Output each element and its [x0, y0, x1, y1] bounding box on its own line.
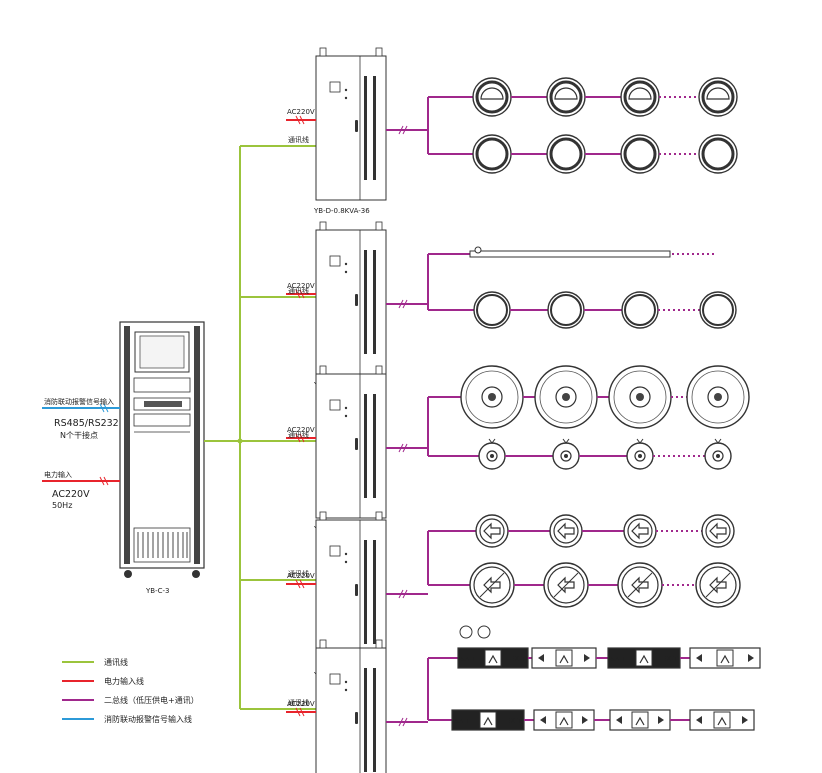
- legend: 通讯线 电力输入线 二总线（低压供电+通讯） 消防联动报警信号输入线: [62, 657, 199, 724]
- fixture-row-1: [470, 77, 738, 117]
- distribution-cabinet: [315, 221, 387, 375]
- distribution-cabinet: [315, 365, 387, 519]
- ceiling-big-fixture: [686, 365, 750, 429]
- legend-label-comm: 通讯线: [104, 657, 128, 667]
- thin-ring-fixture: [621, 291, 659, 329]
- legend-label-power: 电力输入线: [104, 676, 144, 686]
- downlight-half-fixture: [620, 77, 660, 117]
- fixture-row-1: EXIT SAFE EXIT SAFE: [428, 625, 761, 669]
- bus-lines: [386, 96, 470, 155]
- round-ring-fixture: [472, 134, 512, 174]
- fixture-row-1: [470, 514, 735, 548]
- exit-sign: EXIT SAFE: [607, 647, 681, 669]
- ac-label: AC220V: [287, 426, 315, 434]
- ac-label: AC220V: [287, 572, 315, 580]
- fixture-row-1: [469, 246, 714, 258]
- ac-label: AC220V: [287, 282, 315, 290]
- spot-small-fixture: [552, 438, 580, 470]
- fire-input-protocol: RS485/RS232: [54, 418, 119, 429]
- arrow-sign-big-fixture: [695, 562, 741, 608]
- downlight-half-fixture: [698, 77, 738, 117]
- round-ring-fixture: [698, 134, 738, 174]
- branch-5: AC220V通讯线YB-D-0.3KVA-24EXITSAFEEXITSAFEE…: [286, 625, 761, 773]
- controller-model: YB-C-3: [145, 587, 169, 595]
- fire-input-label: 消防联动报警信号输入: [44, 397, 114, 406]
- arrow-sign-big-fixture: [617, 562, 663, 608]
- exit-sign: EXIT SAFE: [457, 647, 529, 669]
- lamp-head: [477, 625, 491, 639]
- arrow-sign-small-fixture: [549, 514, 583, 548]
- distribution-cabinet: [315, 639, 387, 773]
- power-input-label: 电力输入: [44, 470, 72, 479]
- arrow-sign-big-fixture: [543, 562, 589, 608]
- fixture-row-2: [470, 291, 737, 329]
- safe-text: SAFE: [611, 656, 626, 663]
- arrow-sign-small-fixture: [475, 514, 509, 548]
- fixture-row-2: [469, 562, 741, 608]
- exit-text: EXIT: [662, 655, 678, 663]
- comm-label: 通讯线: [288, 698, 309, 707]
- comm-label: 通讯线: [288, 569, 309, 578]
- ac-label: AC220V: [287, 700, 315, 708]
- fixture-row-2: EXIT SAFE: [428, 709, 755, 731]
- downlight-half-fixture: [472, 77, 512, 117]
- legend-label-fire: 消防联动报警信号输入线: [104, 714, 192, 724]
- comm-label: 通讯线: [288, 430, 309, 439]
- spot-small-fixture: [704, 438, 732, 470]
- lamp-head: [459, 625, 473, 639]
- ceiling-big-fixture: [460, 365, 524, 429]
- exit-text: EXIT: [506, 717, 522, 725]
- exit-sign: [689, 647, 761, 669]
- cabinet-model: YB-D-0.8KVA-36: [313, 207, 370, 215]
- ceiling-big-fixture: [534, 365, 598, 429]
- fixture-row-2: [470, 134, 738, 174]
- bus-lines: [386, 253, 470, 311]
- fixture-row-2: [470, 438, 732, 470]
- ac-label: AC220V: [287, 108, 315, 116]
- safe-text: SAFE: [455, 718, 470, 725]
- ceiling-big-fixture: [608, 365, 672, 429]
- exit-sign: EXIT SAFE: [451, 709, 525, 731]
- fire-input-points: N个干接点: [60, 430, 98, 440]
- legend-label-bus: 二总线（低压供电+通讯）: [104, 695, 199, 705]
- fixture-row-1: [460, 365, 750, 429]
- thin-ring-fixture: [547, 291, 585, 329]
- branch-1: AC220V 通讯线 YB-D-0.8KVA-36: [286, 47, 738, 215]
- bus-lines: [386, 530, 470, 595]
- arrow-sign-big-fixture: [469, 562, 515, 608]
- distribution-cabinet: [315, 511, 387, 665]
- comm-label: 通讯线: [288, 135, 309, 144]
- thin-ring-fixture: [699, 291, 737, 329]
- safe-text: SAFE: [461, 656, 476, 663]
- exit-sign: [531, 647, 597, 669]
- exit-text: EXIT: [510, 655, 526, 663]
- round-ring-fixture: [620, 134, 660, 174]
- exit-sign: [689, 709, 755, 731]
- controller-cabinet: [119, 321, 205, 578]
- round-ring-fixture: [546, 134, 586, 174]
- spot-small-fixture: [626, 438, 654, 470]
- comm-label: 通讯线: [288, 286, 309, 295]
- arrow-sign-small-fixture: [701, 514, 735, 548]
- exit-sign: [609, 709, 671, 731]
- downlight-half-fixture: [546, 77, 586, 117]
- tube-light: [469, 250, 671, 258]
- spot-small-fixture: [478, 438, 506, 470]
- arrow-sign-small-fixture: [623, 514, 657, 548]
- power-input-freq: 50Hz: [52, 501, 72, 510]
- power-input-voltage: AC220V: [52, 489, 90, 500]
- distribution-cabinet: [315, 47, 387, 201]
- bus-lines: [386, 396, 470, 457]
- thin-ring-fixture: [473, 291, 511, 329]
- exit-sign: [533, 709, 595, 731]
